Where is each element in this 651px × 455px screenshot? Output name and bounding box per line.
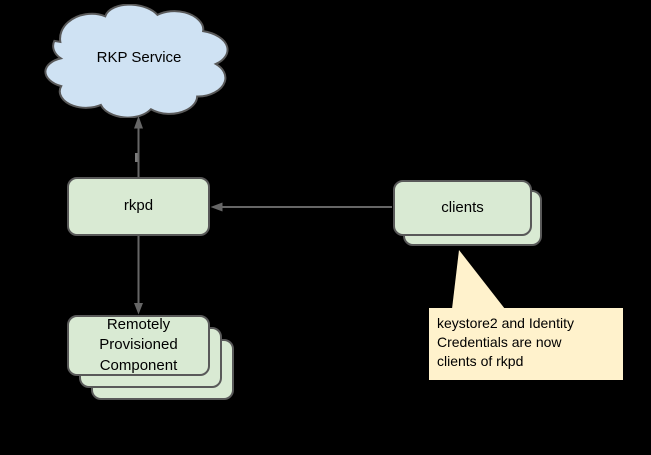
connector-clients-to-rkpd <box>210 202 392 212</box>
node-rpc-label: Remotely Provisioned Component <box>99 315 178 374</box>
cloud-shape <box>43 4 235 118</box>
node-rpc: Remotely Provisioned Component <box>67 315 210 376</box>
node-rkp-service-label: RKP Service <box>96 48 182 66</box>
connector-rkpd-to-rpc <box>134 236 143 315</box>
connector-rkpd-to-rkp-service <box>134 116 143 177</box>
node-clients-label: clients <box>441 198 484 216</box>
node-rkp-service: RKP Service <box>43 4 235 118</box>
callout-pointer <box>452 250 505 309</box>
callout: keystore2 and Identity Credentials are n… <box>429 308 623 380</box>
node-rkpd: rkpd <box>67 177 210 236</box>
arrowhead-left-icon <box>210 202 223 212</box>
line-artifact <box>135 153 138 162</box>
node-rkpd-label: rkpd <box>123 197 154 215</box>
node-clients: clients <box>393 180 532 236</box>
arrowhead-down-icon <box>134 303 143 315</box>
